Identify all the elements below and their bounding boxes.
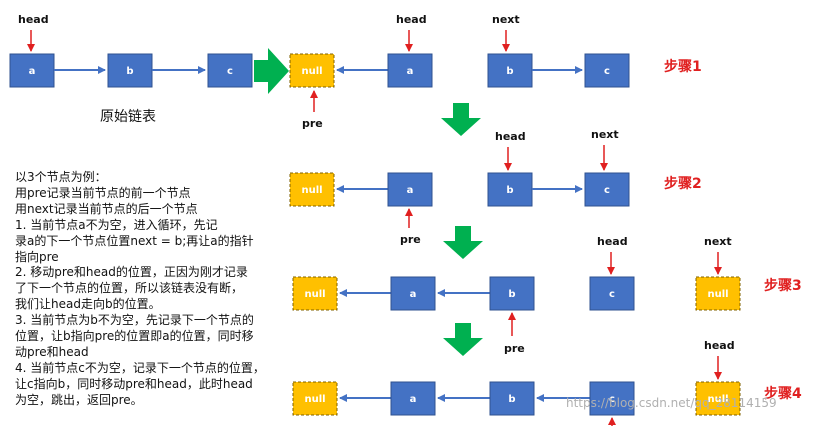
pre-label: pre <box>400 233 421 246</box>
node-c <box>584 53 630 88</box>
node-c <box>207 53 253 88</box>
step-4-label: 步骤4 <box>764 385 802 402</box>
null-node-label: null <box>707 394 728 405</box>
transition-arrow-down <box>443 323 483 356</box>
description-line: 以3个节点为例： <box>15 170 107 184</box>
node-b-label: b <box>506 66 513 77</box>
transition-arrow-down <box>441 103 481 136</box>
step-1-label: 步骤1 <box>664 58 702 75</box>
node-c <box>589 381 635 416</box>
head-label: head <box>704 339 735 352</box>
step-2-label: 步骤2 <box>664 175 702 192</box>
node-a <box>390 381 436 416</box>
description-line: 4. 当前节点c不为空，记录下一个节点的位置， <box>15 360 265 375</box>
node-b-label: b <box>508 394 515 405</box>
node-a-label: a <box>410 394 417 405</box>
null-node <box>292 276 338 311</box>
node-b-label: b <box>126 66 133 77</box>
node-c-label: c <box>604 66 610 77</box>
null-node-label: null <box>301 185 322 196</box>
description-line: 1. 当前节点a不为空，进入循环，先记 <box>15 217 218 232</box>
description-line: 位置，让b指向pre的位置即a的位置，同时移 <box>15 329 254 344</box>
description-line: 3. 当前节点为b不为空，先记录下一个节点的 <box>15 313 254 328</box>
next-label: next <box>704 235 732 248</box>
null-node-label: null <box>707 289 728 300</box>
node-a <box>390 276 436 311</box>
head-label: head <box>495 130 526 143</box>
description-line: 了下一个节点的位置，所以该链表没有断， <box>15 281 244 296</box>
next-label: next <box>492 13 520 26</box>
node-a-label: a <box>407 185 414 196</box>
description-line: 录a的下一个节点位置next = b;再让a的指针 <box>15 233 254 248</box>
null-node-label: null <box>304 289 325 300</box>
node-b-label: b <box>506 185 513 196</box>
null-node-label: null <box>304 394 325 405</box>
node-a <box>387 53 433 88</box>
node-c-label: c <box>609 394 615 405</box>
node-a-label: a <box>407 66 414 77</box>
null-node <box>289 53 335 88</box>
null-node <box>292 381 338 416</box>
description-line: 指向pre <box>15 249 59 264</box>
node-b-label: b <box>508 289 515 300</box>
head-label: head <box>396 13 427 26</box>
node-a <box>387 172 433 207</box>
description-line: 用next记录当前节点的后一个节点 <box>15 201 198 216</box>
next-label: next <box>591 128 619 141</box>
node-c-label: c <box>227 66 233 77</box>
transition-arrow-right <box>254 48 289 94</box>
node-c-label: c <box>609 289 615 300</box>
algorithm-description: 以3个节点为例： 用pre记录当前节点的前一个节点 用next记录当前节点的后一… <box>15 170 285 409</box>
node-c-label: c <box>604 185 610 196</box>
node-a-label: a <box>410 289 417 300</box>
node-c <box>589 276 635 311</box>
pre-label: pre <box>504 342 525 355</box>
description-line: 2. 移动pre和head的位置，正因为刚才记录 <box>15 265 248 280</box>
original-list-caption: 原始链表 <box>100 109 156 125</box>
head-label: head <box>18 13 49 26</box>
description-line: 用pre记录当前节点的前一个节点 <box>15 185 191 200</box>
node-b <box>487 172 533 207</box>
node-b <box>107 53 153 88</box>
step-3-label: 步骤3 <box>764 277 802 294</box>
description-line: 让c指向b，同时移动pre和head，此时head <box>15 376 253 391</box>
watermark: https://blog.csdn.net/qq_28114159 <box>566 396 777 410</box>
description-line: 动pre和head <box>15 344 89 359</box>
description-line: 为空，跳出，返回pre。 <box>15 392 143 407</box>
null-node-label: null <box>301 66 322 77</box>
node-a-label: a <box>29 66 36 77</box>
node-b <box>489 276 535 311</box>
node-b <box>489 381 535 416</box>
node-b <box>487 53 533 88</box>
description-line: 我们让head走向b的位置。 <box>15 297 161 312</box>
pre-label: pre <box>302 117 323 130</box>
null-node <box>695 381 741 416</box>
null-node <box>289 172 335 207</box>
null-node <box>695 276 741 311</box>
head-label: head <box>597 235 628 248</box>
transition-arrow-down <box>443 226 483 259</box>
node-c <box>584 172 630 207</box>
